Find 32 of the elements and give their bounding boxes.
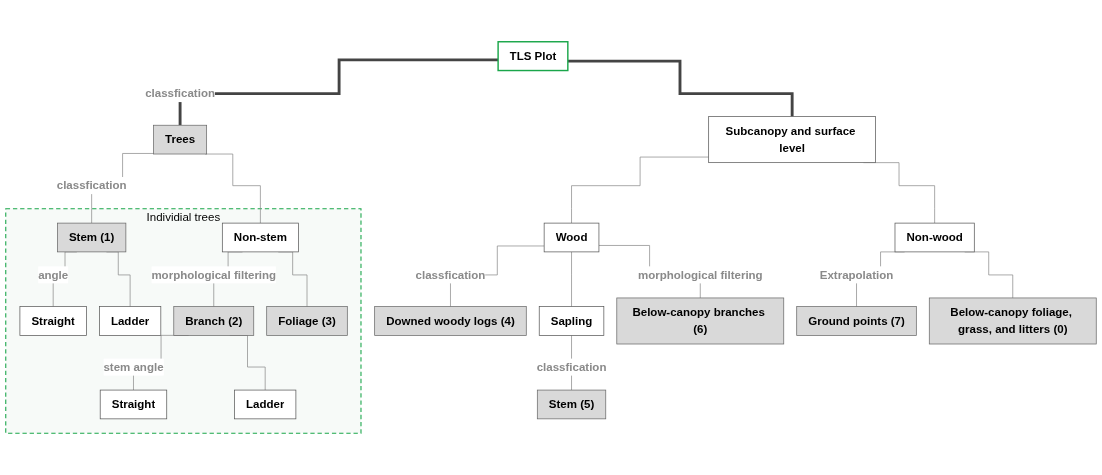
connector — [178, 58, 499, 127]
node-box: Downed woody logs (4) — [374, 306, 527, 336]
edge-label: classfication — [145, 87, 215, 100]
edge-label: classfication — [56, 179, 127, 192]
node-box: Ground points (7) — [796, 306, 917, 336]
node-box: Trees — [153, 124, 207, 155]
edge-label: angle — [38, 268, 69, 281]
connector — [571, 251, 572, 307]
node-box: Below-canopy foliage, grass, and litters (0) — [928, 297, 1097, 345]
connector — [571, 156, 710, 224]
edge-label: morphological filtering — [151, 268, 277, 281]
node-box: Sapling — [538, 306, 605, 336]
connector — [204, 153, 261, 224]
node-box: TLS Plot — [497, 41, 569, 72]
node-box: Ladder — [99, 306, 162, 336]
edge-label: Extrapolation — [819, 268, 894, 281]
node-box: Straight — [19, 306, 87, 336]
node-box: Wood — [543, 222, 600, 253]
edge-label: classfication — [536, 360, 607, 373]
node-box: Non-stem — [221, 222, 299, 253]
node-box: Subcanopy and surface level — [708, 116, 876, 163]
node-box: Non-wood — [894, 222, 975, 253]
node-box: Stem (1) — [57, 222, 127, 253]
edge-label: classfication — [415, 268, 486, 281]
node-box: Below-canopy branches (6) — [616, 297, 785, 345]
node-box: Straight — [99, 389, 168, 420]
node-box: Foliage (3) — [266, 306, 348, 336]
node-box: Ladder — [234, 389, 297, 420]
node-box: Stem (5) — [536, 389, 607, 420]
edge-label: stem angle — [103, 360, 164, 373]
edge-label: morphological filtering — [637, 268, 763, 281]
node-box: Branch (2) — [173, 306, 255, 336]
